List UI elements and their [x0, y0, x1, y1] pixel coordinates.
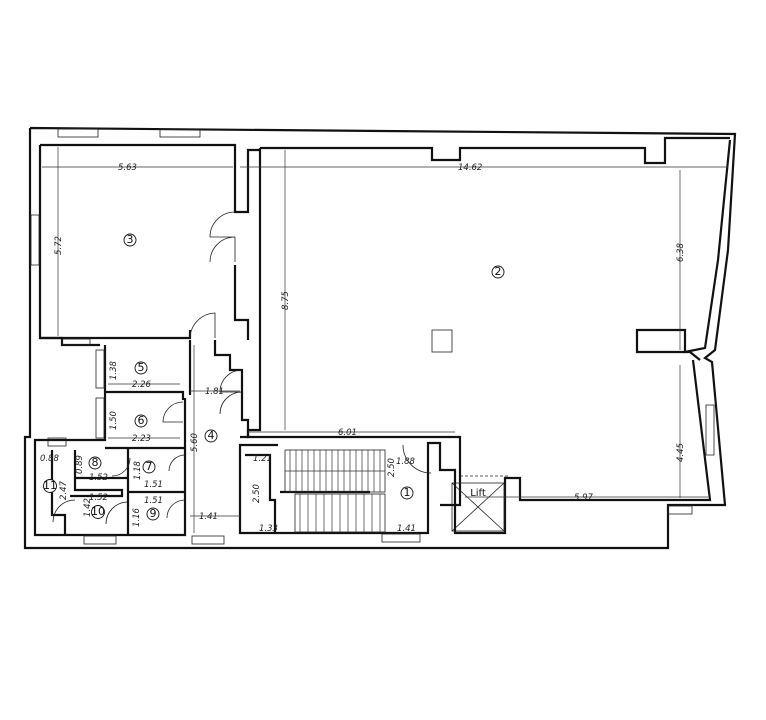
column: [431, 329, 453, 353]
dim-5-97: 5.97: [574, 493, 594, 503]
doors: [52, 211, 432, 525]
room-number: 4: [208, 429, 215, 442]
dim-8-75: 8.75: [281, 291, 291, 310]
windows: [30, 128, 715, 545]
dim-1-52-b: 1.52: [89, 493, 108, 503]
room-number: 6: [138, 414, 145, 427]
staircase: [284, 449, 386, 533]
dim-5-72: 5.72: [54, 236, 64, 255]
dim-5-63: 5.63: [118, 163, 137, 173]
dim-2-47: 2.47: [59, 480, 69, 500]
room-number: 1: [404, 486, 411, 499]
dim-1-42: 1.42: [83, 498, 93, 517]
room-number: 2: [495, 265, 502, 278]
room-number: 3: [127, 233, 134, 246]
lift-label: Lift: [470, 488, 486, 499]
dim-2-50-b: 2.50: [387, 458, 397, 477]
room-number: 10: [91, 505, 105, 518]
dim-0-89: 0.89: [75, 455, 85, 474]
dim-6-01: 6.01: [338, 428, 357, 438]
dim-1-50: 1.50: [109, 411, 119, 430]
room-8[interactable]: 8: [88, 456, 102, 470]
lift-shaft[interactable]: Lift: [451, 475, 510, 532]
room-7[interactable]: 7: [142, 460, 156, 474]
room-numbers: 1 2 3 4 5 6 7 8 9 10 11: [43, 233, 505, 521]
dim-14-62: 14.62: [458, 163, 482, 173]
dim-1-38: 1.38: [109, 360, 119, 380]
room-number: 5: [138, 361, 145, 374]
room-number: 11: [43, 479, 57, 492]
dim-1-33: 1.33: [259, 524, 278, 534]
room-10[interactable]: 10: [91, 505, 105, 519]
dim-5-60: 5.60: [190, 433, 200, 452]
room-11[interactable]: 11: [43, 479, 57, 493]
room-9[interactable]: 9: [146, 507, 160, 521]
dim-1-52-a: 1.52: [89, 473, 108, 483]
room-5[interactable]: 5: [134, 361, 148, 375]
dim-1-18: 1.18: [133, 460, 143, 480]
room-3[interactable]: 3: [123, 233, 137, 247]
dim-1-16: 1.16: [132, 507, 142, 527]
dim-0-88: 0.88: [40, 454, 60, 464]
room-number: 7: [146, 460, 153, 473]
room-number: 8: [92, 456, 99, 469]
dim-2-50-a: 2.50: [252, 484, 262, 503]
dim-1-88: 1.88: [396, 457, 416, 467]
room-number: 9: [150, 507, 157, 520]
dimension-lines: [42, 147, 728, 533]
dim-6-38: 6.38: [676, 242, 686, 262]
room-2[interactable]: 2: [491, 265, 505, 279]
dim-1-51-a: 1.51: [144, 480, 163, 490]
room-6[interactable]: 6: [134, 414, 148, 428]
dim-2-26: 2.26: [132, 380, 152, 390]
room-1[interactable]: 1: [400, 486, 414, 500]
dim-1-81: 1.81: [205, 387, 224, 397]
dim-1-51-b: 1.51: [144, 496, 163, 506]
dim-1-41-a: 1.41: [199, 512, 218, 522]
room-4[interactable]: 4: [204, 429, 218, 443]
dimension-labels: 5.63 14.62 5.72 6.38 8.75 1.38 2.26 1.81…: [40, 163, 686, 534]
dim-1-21: 1.21: [253, 454, 272, 464]
dim-2-23: 2.23: [132, 434, 151, 444]
dim-1-41-b: 1.41: [397, 524, 416, 534]
dim-4-45: 4.45: [676, 443, 686, 462]
outer-walls: [23, 126, 737, 550]
